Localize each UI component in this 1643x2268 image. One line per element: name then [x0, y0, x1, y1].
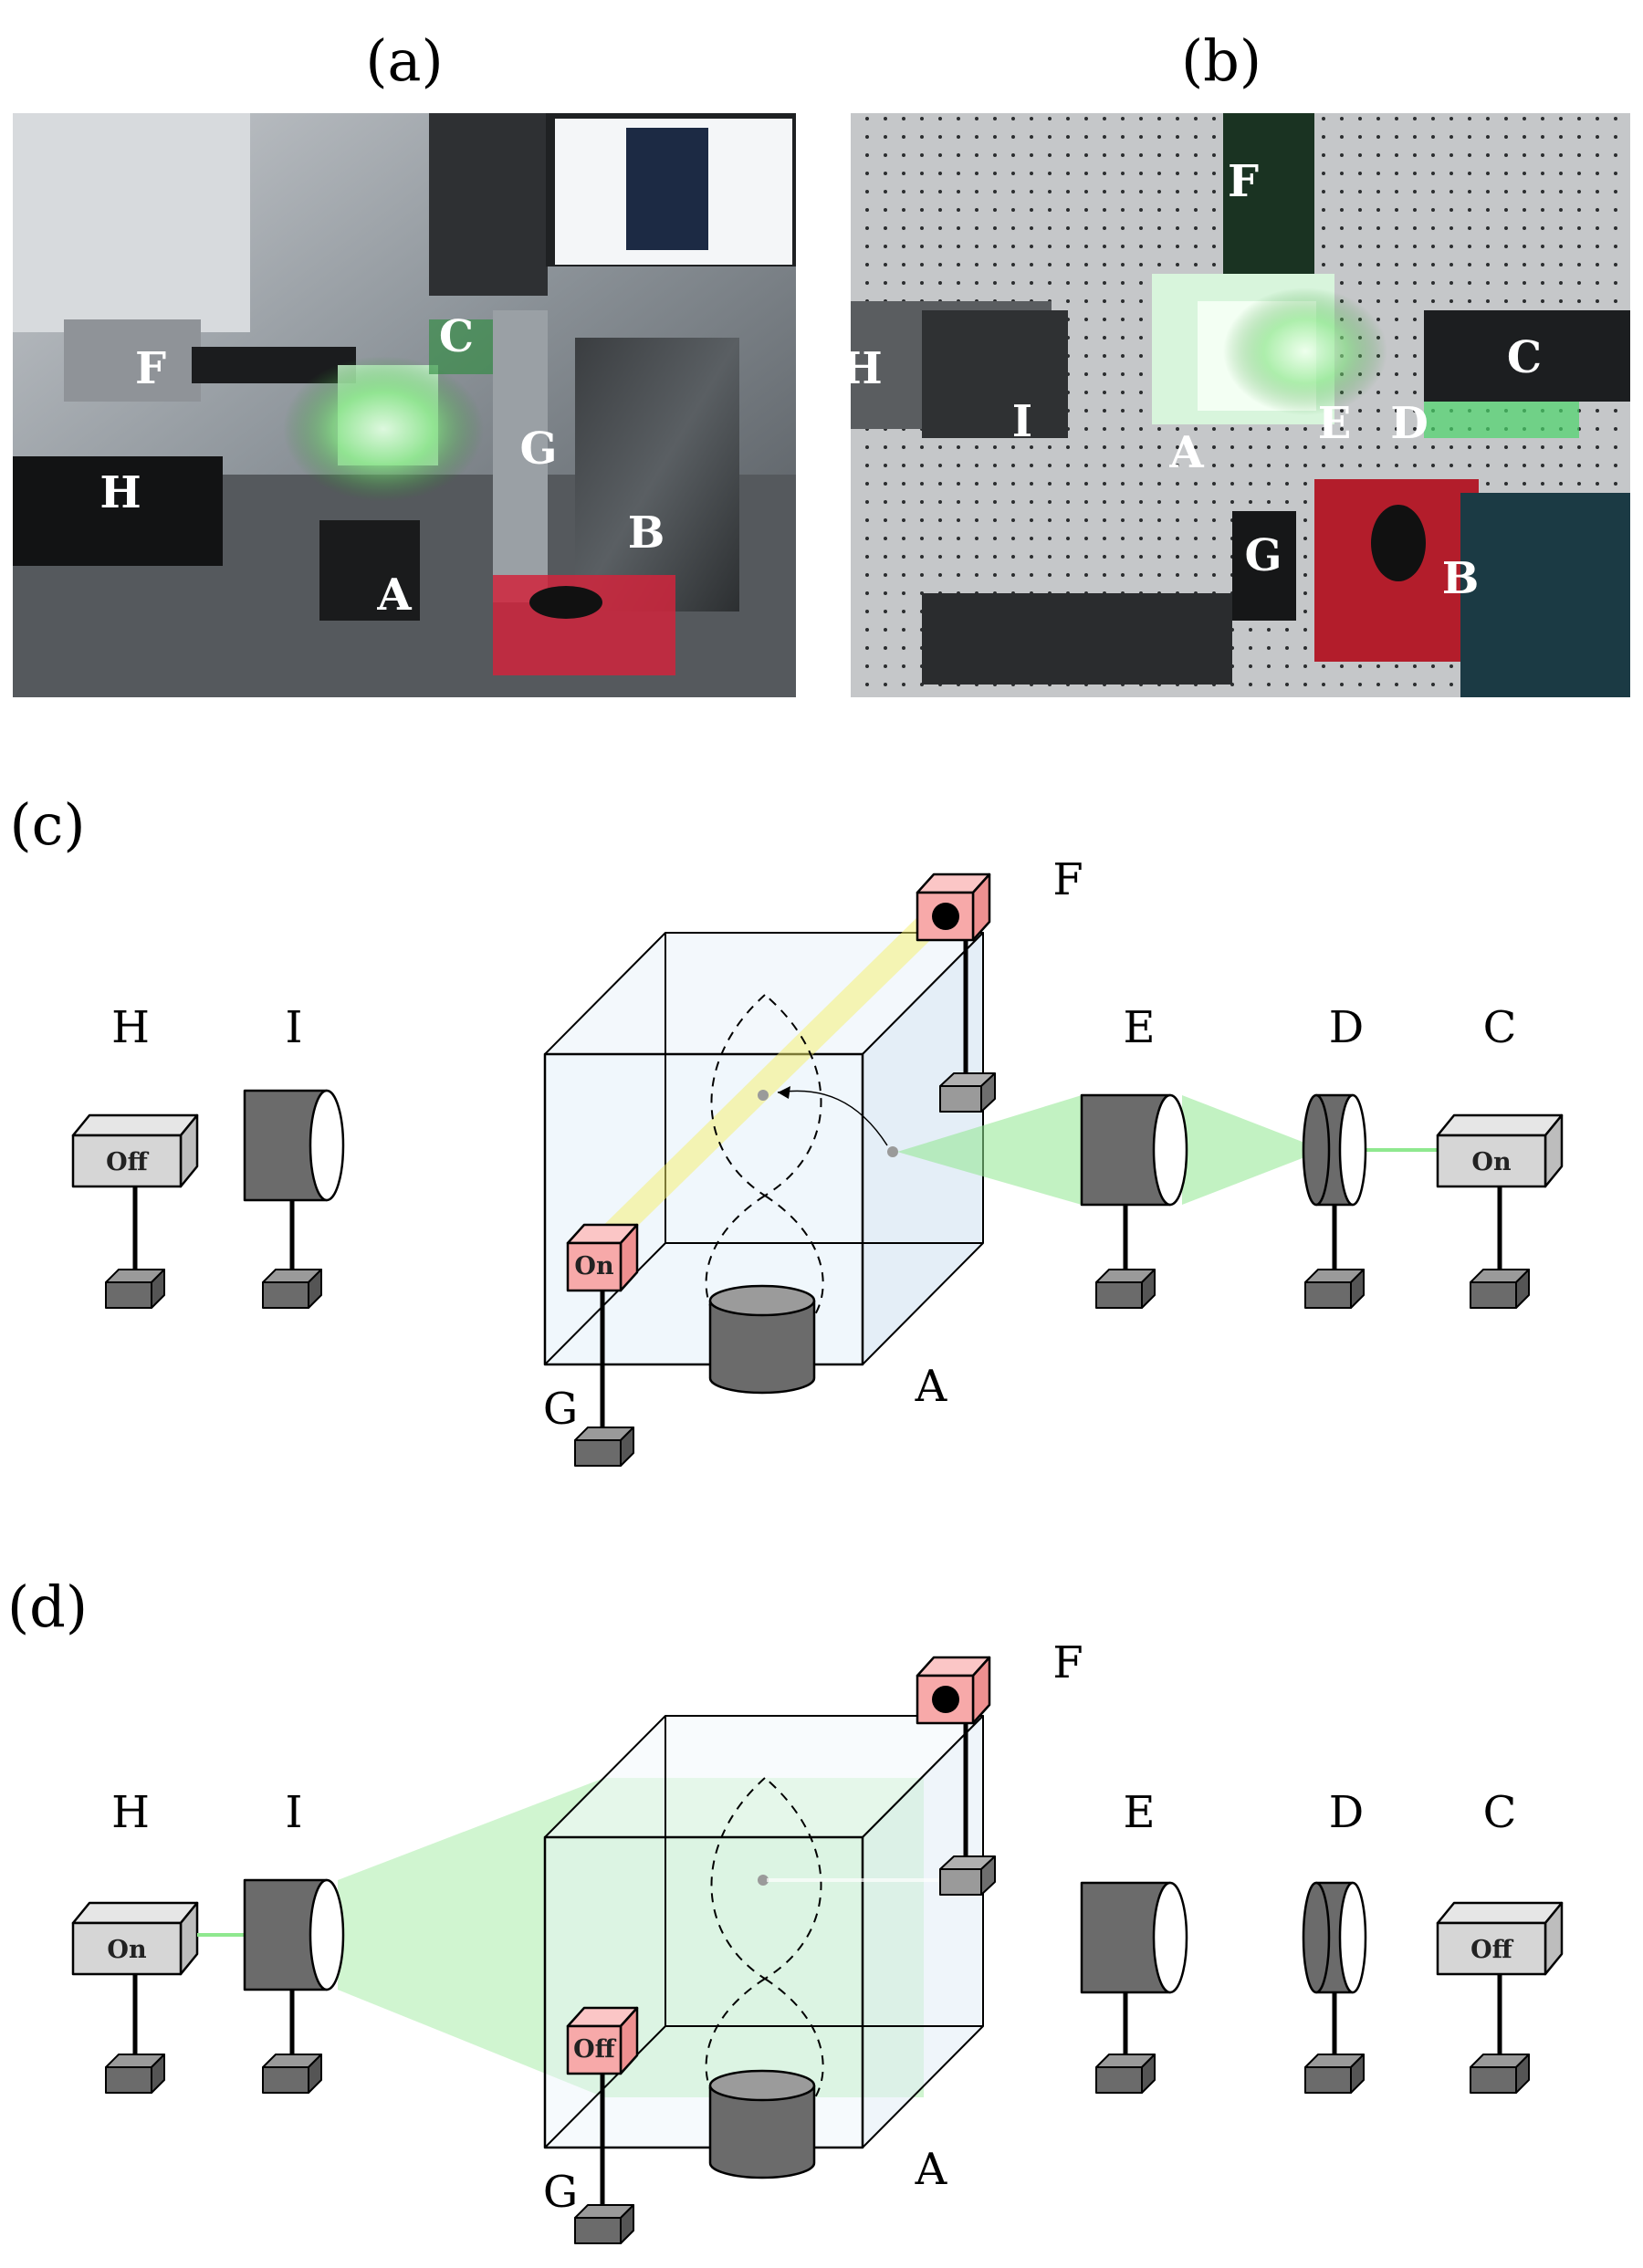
photo-a-label-H: H [99, 467, 141, 518]
camera-G-d: Off [566, 2006, 639, 2244]
diagram-d-label-H: H [111, 1787, 150, 1838]
lens-D [1302, 1093, 1367, 1309]
laser-C-state: On [1471, 1148, 1512, 1176]
panel-label-c: (c) [9, 791, 85, 858]
photo-b-label-G: G [1245, 530, 1282, 581]
diagram-c-label-A: A [915, 1361, 948, 1412]
camera-F [916, 873, 996, 1113]
laser-C-d-state: Off [1470, 1936, 1514, 1964]
photo-b-label-B: B [1442, 553, 1480, 604]
photo-a-label-F: F [135, 343, 166, 394]
photo-b: F H I A E D C G B [841, 113, 1630, 697]
panel-label-d: (d) [7, 1573, 88, 1640]
tank-A [543, 913, 984, 1395]
laser-H-d-state: On [107, 1936, 147, 1964]
diagram-d-label-C: C [1483, 1787, 1517, 1838]
diagram-d: On [71, 1637, 1564, 2244]
lens-I-d [243, 1878, 345, 2094]
diagram-c-label-D: D [1329, 1002, 1364, 1053]
lens-D-d [1302, 1881, 1367, 2094]
lens-E [1080, 1093, 1188, 1309]
laser-H: Off [71, 1113, 199, 1309]
photo-a: F C G H B A [13, 113, 796, 697]
lens-I [243, 1089, 345, 1309]
camera-G-d-state: Off [573, 2035, 617, 2064]
photo-b-label-D: D [1390, 398, 1428, 449]
panel-label-a: (a) [365, 27, 443, 94]
camera-G: On [566, 1223, 639, 1467]
camera-G-state: On [574, 1252, 614, 1280]
diagram-d-label-E: E [1123, 1787, 1155, 1838]
laser-H-d: On [71, 1901, 199, 2094]
photo-a-label-G: G [520, 423, 558, 475]
camera-F-d [916, 1656, 996, 1896]
diagram-d-label-I: I [286, 1787, 303, 1838]
diagram-d-label-F: F [1052, 1637, 1083, 1688]
photo-b-label-I: I [1012, 396, 1032, 447]
photo-b-label-C: C [1507, 332, 1542, 383]
diagram-c-label-I: I [286, 1002, 303, 1053]
photo-b-label-E: E [1318, 398, 1352, 449]
photo-a-label-B: B [628, 507, 665, 559]
laser-C-d: Off [1436, 1901, 1564, 2094]
laser-H-state: Off [106, 1148, 150, 1176]
photo-a-label-C: C [439, 311, 474, 362]
diagram-d-label-G: G [543, 2167, 578, 2218]
diagram-c-label-C: C [1483, 1002, 1517, 1053]
panel-label-b: (b) [1181, 27, 1261, 94]
diagram-c: Off [71, 854, 1564, 1467]
diagram-c-label-G: G [543, 1384, 578, 1435]
diagram-d-label-A: A [915, 2144, 948, 2195]
diagram-c-label-F: F [1052, 854, 1083, 905]
photo-b-label-H: H [841, 343, 882, 394]
laser-C: On [1436, 1113, 1564, 1309]
photo-b-label-F: F [1228, 156, 1259, 207]
tank-A-d [543, 1715, 984, 2179]
diagram-c-label-E: E [1123, 1002, 1155, 1053]
photo-b-label-A: A [1168, 427, 1204, 478]
photo-a-label-A: A [376, 570, 412, 621]
diagram-d-label-D: D [1329, 1787, 1364, 1838]
lens-E-d [1080, 1881, 1188, 2094]
diagram-c-label-H: H [111, 1002, 150, 1053]
